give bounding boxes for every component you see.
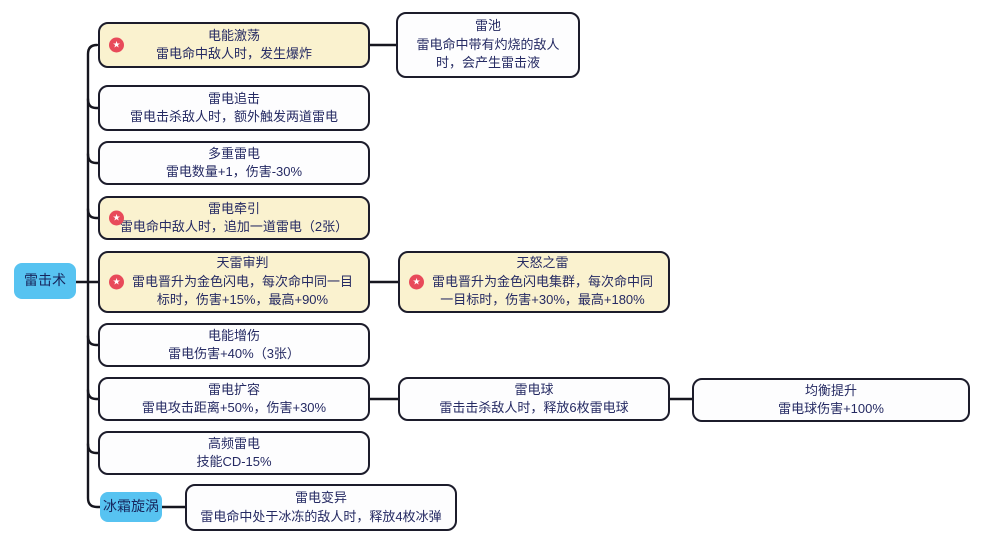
connector-branch: [86, 207, 100, 220]
node-desc: 雷电命中带有灼烧的敌人时，会产生雷击液: [416, 36, 560, 71]
node-desc: 雷电命中敌人时，追加一道雷电（2张）: [119, 219, 349, 234]
node-title: 电能激荡: [207, 27, 260, 43]
node-title: 雷电追击: [207, 90, 260, 106]
node-title: 均衡提升: [804, 382, 857, 398]
node-lightning-ball[interactable]: 雷电球 雷击击杀敌人时，释放6枚雷电球: [398, 377, 670, 421]
node-title: 雷电球: [514, 381, 554, 397]
connector-branch: [86, 152, 100, 165]
node-lightning-expansion[interactable]: 雷电扩容 雷电攻击距离+50%，伤害+30%: [98, 377, 370, 421]
node-desc: 雷击击杀敌人时，释放6枚雷电球: [439, 400, 629, 415]
star-badge-icon: ★: [109, 210, 124, 226]
node-desc: 雷电攻击距离+50%，伤害+30%: [141, 400, 327, 415]
node-desc: 雷电晋升为金色闪电，每次命中同一目标时，伤害+15%，最高+90%: [131, 273, 353, 308]
connector-branch: [86, 388, 100, 401]
node-energy-damage-up[interactable]: 电能增伤 雷电伤害+40%（3张）: [98, 323, 370, 367]
connector-branch: [86, 97, 100, 110]
node-lightning-pull[interactable]: ★ 雷电牵引 雷电命中敌人时，追加一道雷电（2张）: [98, 196, 370, 240]
node-title: 雷电牵引: [207, 200, 260, 216]
node-sky-thunder-judgment[interactable]: ★ 天雷审判 雷电晋升为金色闪电，每次命中同一目标时，伤害+15%，最高+90%: [98, 251, 370, 313]
node-desc: 雷电伤害+40%（3张）: [168, 346, 300, 361]
node-desc: 技能CD-15%: [196, 454, 272, 469]
node-title: 多重雷电: [207, 145, 260, 161]
star-badge-icon: ★: [409, 274, 424, 290]
node-lightning-mutation[interactable]: 雷电变异 雷电命中处于冰冻的敌人时，释放4枚冰弹: [185, 484, 457, 531]
connector-trunk: [86, 43, 102, 509]
node-title: 雷池: [474, 18, 501, 34]
star-badge-icon: ★: [109, 274, 124, 290]
node-title: 高频雷电: [207, 435, 260, 451]
node-desc: 雷电命中敌人时，发生爆炸: [155, 46, 312, 61]
connector-branch: [86, 442, 100, 455]
node-wrath-of-heaven[interactable]: ★ 天怒之雷 雷电晋升为金色闪电集群，每次命中同一目标时，伤害+30%，最高+1…: [398, 251, 670, 313]
node-title: 雷电变异: [294, 490, 347, 506]
node-desc: 雷电命中处于冰冻的敌人时，释放4枚冰弹: [200, 508, 442, 524]
node-lightning-strike-root[interactable]: 雷击术: [14, 263, 76, 299]
node-desc: 雷电球伤害+100%: [778, 401, 884, 416]
node-title: 雷电扩容: [207, 381, 260, 397]
node-desc: 雷电击杀敌人时，额外触发两道雷电: [129, 109, 338, 124]
node-desc: 雷电数量+1，伤害-30%: [165, 164, 303, 179]
node-frost-vortex[interactable]: 冰霜旋涡: [100, 492, 162, 522]
node-title: 天雷审判: [216, 255, 269, 271]
node-high-freq-lightning[interactable]: 高频雷电 技能CD-15%: [98, 431, 370, 475]
node-desc: 雷电晋升为金色闪电集群，每次命中同一目标时，伤害+30%，最高+180%: [431, 273, 653, 308]
node-lightning-pursuit[interactable]: 雷电追击 雷电击杀敌人时，额外触发两道雷电: [98, 85, 370, 131]
node-title: 电能增伤: [207, 327, 260, 343]
node-title: 雷击术: [24, 272, 66, 289]
node-thunder-pool[interactable]: 雷池 雷电命中带有灼烧的敌人时，会产生雷击液: [396, 12, 580, 78]
node-balanced-boost[interactable]: 均衡提升 雷电球伤害+100%: [692, 378, 970, 422]
connector-branch: [86, 334, 100, 347]
node-title: 冰霜旋涡: [103, 498, 159, 515]
star-badge-icon: ★: [109, 37, 124, 53]
node-title: 天怒之雷: [516, 255, 569, 271]
node-energy-surge[interactable]: ★ 电能激荡 雷电命中敌人时，发生爆炸: [98, 22, 370, 68]
node-multi-lightning[interactable]: 多重雷电 雷电数量+1，伤害-30%: [98, 141, 370, 185]
